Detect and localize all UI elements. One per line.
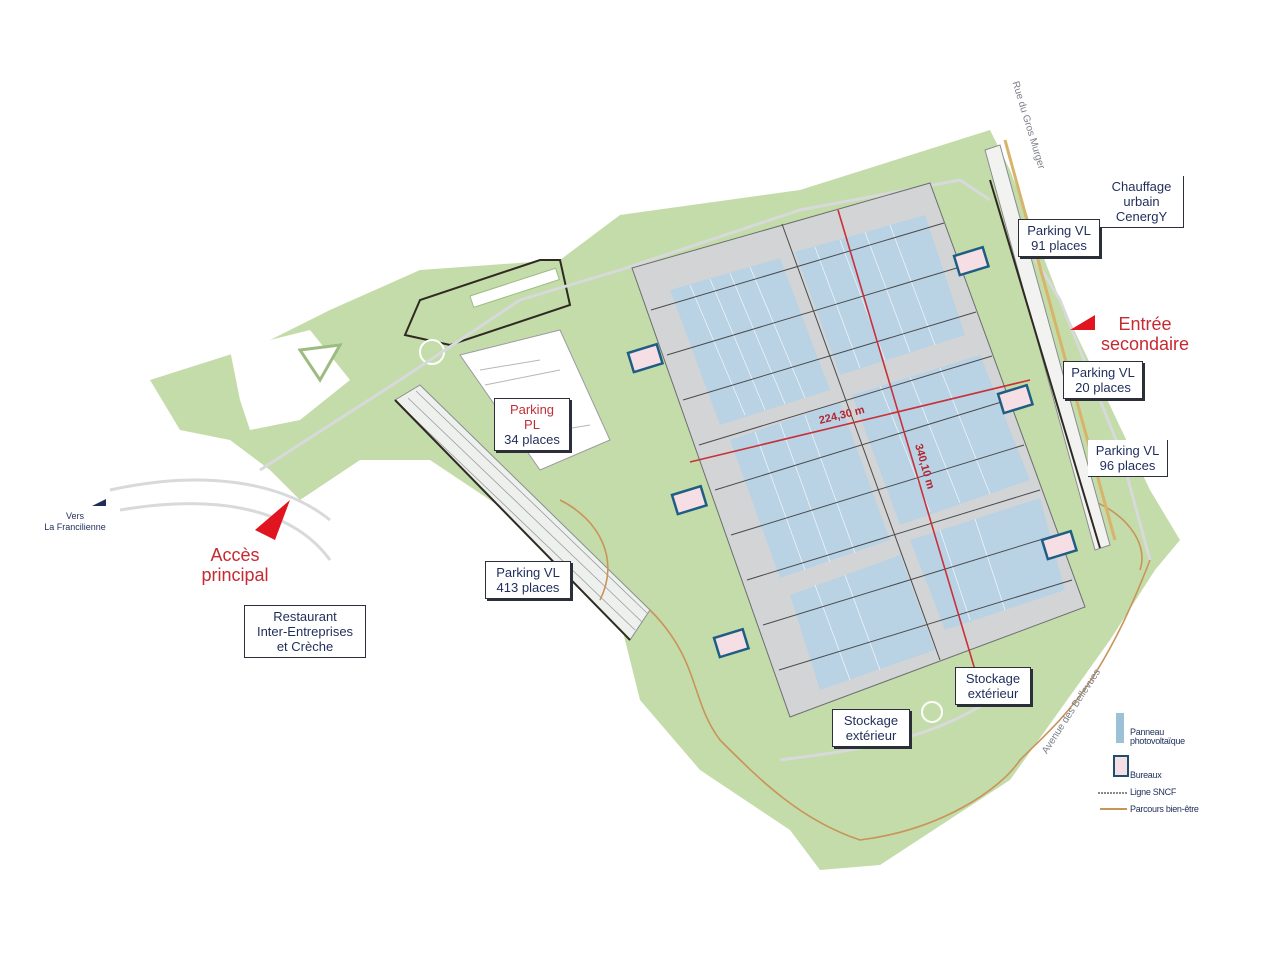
label-line: 413 places	[496, 580, 560, 595]
label-parking-pl-34: Parking PL 34 places	[494, 398, 570, 451]
legend-swatches	[1098, 713, 1129, 810]
office-block	[1040, 529, 1079, 561]
label-chauffage-urbain: Chauffage urbain CenergY	[1100, 176, 1184, 228]
label-line: Accès	[210, 545, 260, 565]
francilienne-arrow-icon	[92, 499, 106, 506]
label-line: urbain	[1123, 194, 1160, 209]
office-block	[996, 383, 1035, 415]
label-line: Chauffage	[1111, 179, 1172, 194]
label-parking-vl-20: Parking VL 20 places	[1063, 361, 1143, 399]
map-legend: Panneau photovoltaïque Bureaux Ligne SNC…	[1100, 700, 1260, 820]
label-line: Parking VL	[1095, 443, 1160, 458]
label-line: Parking PL	[509, 402, 555, 432]
label-line: La Francilienne	[44, 522, 106, 532]
secondary-access-arrow-icon	[1070, 315, 1095, 330]
legend-item-solar-panel: Panneau photovoltaïque	[1130, 727, 1185, 746]
office-block	[670, 484, 709, 516]
office-block	[952, 245, 991, 277]
label-line: Parking VL	[496, 565, 560, 580]
label-line: Stockage	[843, 713, 899, 728]
label-parking-vl-91: Parking VL 91 places	[1018, 219, 1100, 257]
length-dimension-line	[837, 209, 979, 681]
solar-panel-swatch-icon	[1116, 713, 1124, 743]
label-line: extérieur	[845, 728, 897, 743]
label-parking-vl-96: Parking VL 96 places	[1088, 440, 1168, 477]
label-parking-vl-413: Parking VL 413 places	[485, 561, 571, 599]
office-block	[626, 342, 665, 374]
label-line: 91 places	[1031, 238, 1087, 253]
label-line: extérieur	[967, 686, 1019, 701]
label-line: principal	[201, 565, 269, 585]
label-line: 20 places	[1075, 380, 1131, 395]
label-line: Entrée	[1118, 314, 1172, 334]
parking-vl-413-area	[394, 384, 651, 641]
label-line: Vers	[65, 511, 84, 521]
label-line: 34 places	[504, 432, 560, 447]
office-block	[712, 627, 751, 659]
main-access-arrow-icon	[255, 500, 290, 540]
wellness-path	[559, 499, 1151, 841]
label-line: Parking VL	[1027, 223, 1091, 238]
label-stockage-exterieur-2: Stockage extérieur	[955, 667, 1031, 705]
office-swatch-icon	[1113, 755, 1129, 777]
label-line: Parking VL	[1071, 365, 1135, 380]
label-line: Restaurant	[273, 609, 337, 624]
label-entree-secondaire: Entrée secondaire	[1100, 314, 1190, 354]
legend-item-wellness-path: Parcours bien-être	[1130, 804, 1199, 814]
label-line: 96 places	[1099, 458, 1156, 473]
warehouse-building: 224,30 m 340,10 m	[631, 182, 1086, 718]
label-line: Inter-Entreprises	[256, 624, 354, 639]
width-dimension-line	[689, 379, 1031, 463]
office-blocks	[626, 245, 1079, 659]
label-line: secondaire	[1100, 334, 1190, 354]
label-vers-francilienne: Vers La Francilienne	[30, 511, 120, 533]
label-line: et Crèche	[276, 639, 334, 654]
label-line: Stockage	[965, 671, 1021, 686]
label-restaurant: Restaurant Inter-Entreprises et Crèche	[244, 605, 366, 658]
label-acces-principal: Accès principal	[185, 545, 285, 585]
legend-item-offices: Bureaux	[1130, 770, 1162, 780]
legend-item-railway: Ligne SNCF	[1130, 787, 1177, 797]
label-stockage-exterieur-1: Stockage extérieur	[832, 709, 910, 747]
label-line: CenergY	[1115, 209, 1168, 224]
